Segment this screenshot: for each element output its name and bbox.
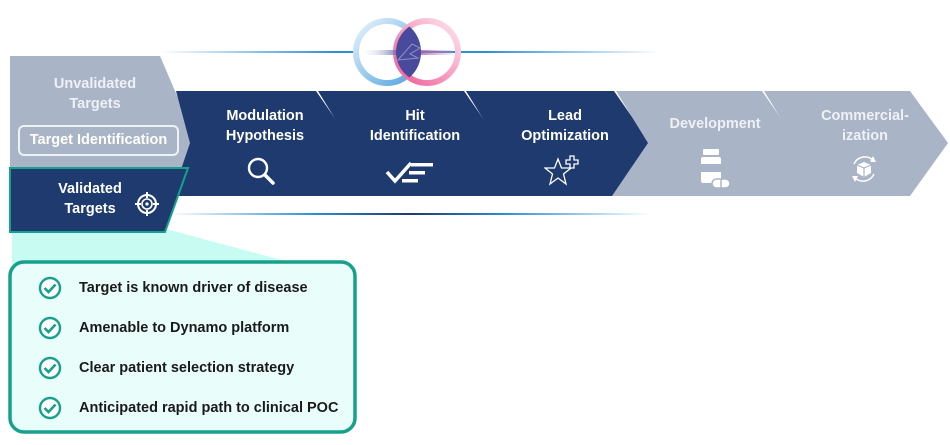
stage-label-development: Development: [650, 114, 780, 134]
criteria-text: Clear patient selection strategy: [79, 360, 295, 376]
criteria-text: Anticipated rapid path to clinical POC: [79, 400, 339, 416]
dynamo-logo: [353, 18, 461, 86]
callout-wedge: [12, 230, 300, 265]
criteria-text: Target is known driver of disease: [79, 280, 308, 296]
check-circle-icon: [38, 356, 62, 380]
criteria-item: Amenable to Dynamo platform: [38, 315, 289, 341]
criteria-item: Clear patient selection strategy: [38, 355, 294, 381]
stage-label-commercialization: Commercial- ization: [800, 106, 930, 146]
check-circle-icon: [38, 396, 62, 420]
unvalidated-targets-label: Unvalidated Targets: [20, 74, 170, 114]
stage-line1: Commercial-: [821, 108, 909, 124]
stage-line1: Hit: [405, 108, 425, 124]
stage-line1: Development: [669, 116, 761, 132]
check-circle-icon: [38, 276, 62, 300]
stage-line1: Lead: [548, 108, 582, 124]
stage-label-lead: Lead Optimization: [500, 106, 630, 146]
validated-targets-block: [9, 167, 190, 233]
validated-line2: Targets: [64, 201, 116, 217]
validated-targets-label: Validated Targets: [40, 179, 140, 219]
stage-line2: Optimization: [521, 128, 609, 144]
unvalidated-line2: Targets: [69, 96, 121, 112]
target-identification-box: Target Identification: [18, 125, 179, 156]
stage-chevron-development: [612, 91, 798, 196]
stage-chevron-commercialization: [760, 91, 948, 196]
criteria-text: Amenable to Dynamo platform: [79, 320, 290, 336]
star-plus-icon: [544, 155, 579, 186]
unvalidated-line1: Unvalidated: [53, 76, 137, 92]
stage-label-modulation: Modulation Hypothesis: [200, 106, 330, 146]
check-circle-icon: [38, 316, 62, 340]
magnifier-icon: [247, 157, 275, 185]
criteria-item: Anticipated rapid path to clinical POC: [38, 395, 338, 421]
bottom-connector-line: [170, 213, 650, 215]
unvalidated-targets-block: [10, 56, 196, 168]
recycle-box-icon: [852, 156, 876, 182]
validated-line1: Validated: [58, 181, 122, 197]
stage-chevron-modulation: [172, 91, 352, 196]
pill-bottle-icon: [701, 149, 731, 189]
criteria-item: Target is known driver of disease: [38, 275, 308, 301]
checklist-icon: [385, 161, 433, 184]
stage-line2: Identification: [369, 128, 461, 144]
stage-line2: ization: [842, 128, 888, 144]
stage-label-hit: Hit Identification: [350, 106, 480, 146]
target-crosshair-icon: [135, 192, 159, 216]
stage-chevron-hit: [314, 91, 500, 196]
stage-line1: Modulation: [226, 108, 304, 124]
stage-chevron-lead: [462, 91, 650, 196]
criteria-card: [8, 260, 357, 434]
stage-line2: Hypothesis: [225, 128, 305, 144]
